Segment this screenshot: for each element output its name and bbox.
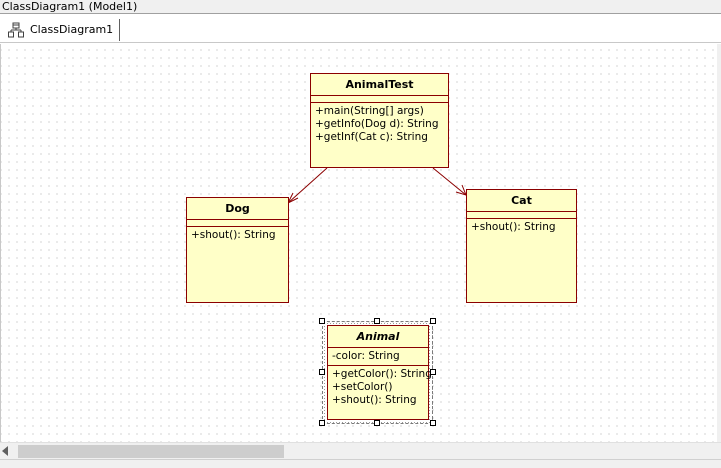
operation: +shout(): String [191, 229, 276, 241]
window-title: ClassDiagram1 (Model1) [2, 0, 138, 13]
scroll-left-arrow-icon[interactable] [2, 446, 8, 456]
class-dog[interactable]: Dog +shout(): String [186, 197, 289, 303]
vertical-scrollbar[interactable] [717, 44, 721, 442]
class-name: AnimalTest [311, 74, 448, 96]
attributes-compartment [467, 212, 576, 219]
class-name: Dog [187, 198, 288, 220]
class-diagram-icon [8, 22, 24, 38]
operation: +getColor(): String [332, 368, 432, 380]
class-animal[interactable]: Animal -color: String +getColor(): Strin… [327, 325, 432, 420]
tab-classdiagram1[interactable]: ClassDiagram1 [4, 19, 121, 41]
resize-handle-s[interactable] [374, 420, 380, 426]
resize-handle-nw[interactable] [319, 318, 325, 324]
class-cat[interactable]: Cat +shout(): String [466, 189, 577, 303]
operation: +shout(): String [332, 394, 417, 406]
operation: +getInf(Cat c): String [315, 131, 428, 143]
class-name: Animal [328, 326, 428, 348]
resize-handle-ne[interactable] [430, 318, 436, 324]
operation: +setColor() [332, 381, 393, 393]
resize-handle-w[interactable] [319, 369, 325, 375]
window-title-bar: ClassDiagram1 (Model1) [0, 0, 721, 14]
operations-compartment: +main(String[] args) +getInfo(Dog d): St… [311, 103, 448, 146]
attributes-compartment [311, 96, 448, 103]
attributes-compartment: -color: String [328, 348, 428, 366]
class-name: Cat [467, 190, 576, 212]
class-animaltest[interactable]: AnimalTest +main(String[] args) +getInfo… [310, 73, 449, 168]
association-animaltest-cat [432, 167, 467, 196]
resize-handle-sw[interactable] [319, 420, 325, 426]
horizontal-scroll-thumb[interactable] [18, 445, 284, 458]
association-animaltest-dog [286, 167, 328, 205]
resize-handle-e[interactable] [430, 369, 436, 375]
attribute: -color: String [332, 350, 400, 362]
operations-compartment: +shout(): String [467, 219, 576, 236]
operation: +shout(): String [471, 221, 556, 233]
tab-label: ClassDiagram1 [30, 23, 114, 36]
operation: +getInfo(Dog d): String [315, 118, 439, 130]
operation: +main(String[] args) [315, 105, 424, 117]
operations-compartment: +getColor(): String +setColor() +shout()… [328, 366, 432, 409]
horizontal-scrollbar[interactable] [0, 442, 721, 459]
operations-compartment: +shout(): String [187, 227, 288, 244]
status-bar [0, 459, 721, 468]
resize-handle-n[interactable] [374, 318, 380, 324]
diagram-canvas[interactable]: AnimalTest +main(String[] args) +getInfo… [0, 44, 717, 442]
resize-handle-se[interactable] [430, 420, 436, 426]
attributes-compartment [187, 220, 288, 227]
document-tab-strip: ClassDiagram1 [0, 15, 721, 43]
